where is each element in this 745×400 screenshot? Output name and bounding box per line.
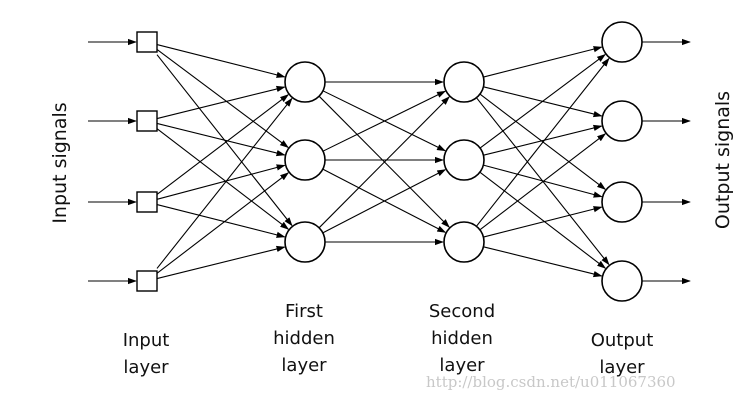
hidden2-node-2 xyxy=(443,139,485,181)
output-node-3 xyxy=(601,181,643,223)
edge-input-2-to-hidden1-2 xyxy=(156,122,286,157)
first-hidden-label-line-2: hidden xyxy=(273,328,335,349)
input-node-1 xyxy=(136,31,158,53)
input-node-3 xyxy=(136,191,158,213)
hidden2-node-1 xyxy=(443,61,485,103)
edge-hidden2-3-to-output-3 xyxy=(483,206,603,238)
edge-input-3-to-hidden1-1 xyxy=(156,94,289,195)
edge-hidden2-2-to-output-3 xyxy=(483,164,603,198)
edge-hidden2-3-to-output-4 xyxy=(483,246,603,278)
hidden2-node-3 xyxy=(443,221,485,263)
output-layer-label-line-1: Output xyxy=(591,330,654,351)
edge-input-4-to-hidden1-2 xyxy=(156,172,290,274)
second-hidden-label-line-2: hidden xyxy=(431,328,493,349)
edge-input-1-to-hidden1-1 xyxy=(156,43,286,78)
edge-input-2-to-hidden1-3 xyxy=(156,128,290,230)
second-hidden-label-line-1: Second xyxy=(429,301,495,322)
input-node-2 xyxy=(136,110,158,132)
output-node-4 xyxy=(601,260,643,302)
edge-input-1-to-hidden1-2 xyxy=(156,49,289,148)
input-signals-label: Input signals xyxy=(49,102,71,223)
edge-input-3-to-hidden1-2 xyxy=(156,164,286,200)
edge-input-4-to-hidden1-3 xyxy=(156,245,286,280)
hidden1-node-2 xyxy=(284,139,326,181)
connections xyxy=(88,38,691,285)
hidden1-node-1 xyxy=(284,61,326,103)
edge-hidden2-2-to-output-2 xyxy=(483,124,603,156)
edge-hidden1-3-to-hidden2-1 xyxy=(318,96,450,229)
output-node-2 xyxy=(601,100,643,142)
edge-hidden2-3-to-output-2 xyxy=(479,133,607,231)
edge-input-2-to-hidden1-1 xyxy=(156,85,286,120)
watermark: http://blog.csdn.net/u011067360 xyxy=(426,373,676,391)
edge-hidden1-2-to-hidden2-1 xyxy=(322,90,446,152)
output-layer-label-line-2: layer xyxy=(599,357,645,378)
edge-hidden2-1-to-output-1 xyxy=(483,46,603,78)
neurons xyxy=(136,21,643,302)
first-hidden-label-line-3: layer xyxy=(281,355,327,376)
edge-hidden2-2-to-output-1 xyxy=(479,54,606,149)
input-layer-label-line-2: layer xyxy=(123,357,169,378)
edge-input-3-to-hidden1-3 xyxy=(156,203,286,238)
second-hidden-label-line-3: layer xyxy=(439,355,485,376)
edge-hidden1-3-to-hidden2-2 xyxy=(322,169,447,234)
output-signals-label: Output signals xyxy=(712,91,734,229)
edge-hidden2-3-to-output-1 xyxy=(475,57,610,227)
input-layer-label-line-1: Input xyxy=(123,330,170,351)
output-node-1 xyxy=(601,21,643,63)
first-hidden-label-line-1: First xyxy=(285,301,323,322)
edge-input-4-to-hidden1-1 xyxy=(156,97,293,269)
hidden1-node-3 xyxy=(284,221,326,263)
edge-hidden2-2-to-output-4 xyxy=(479,171,607,269)
input-node-4 xyxy=(136,270,158,292)
layer-labels: Input layer First hidden layer Second hi… xyxy=(123,301,654,378)
